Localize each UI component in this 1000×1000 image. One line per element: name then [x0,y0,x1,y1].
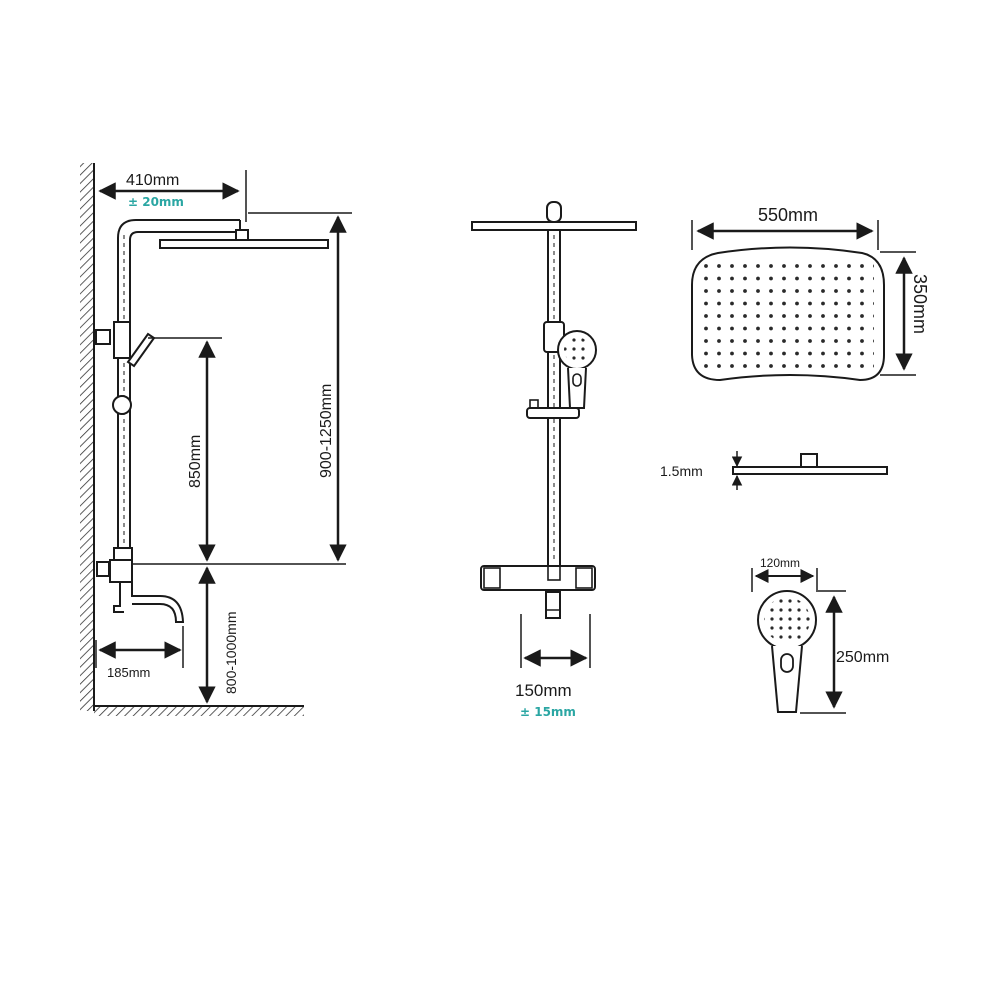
side-view [80,163,352,716]
holder-height-label: 850mm [187,435,204,488]
overhead-top-view [691,220,916,382]
hand-handle-button [572,373,582,387]
overhead-width-label: 550mm [758,205,818,225]
hand-length-label: 250mm [836,649,889,666]
overhead-nozzles [702,262,874,370]
valve-body-side [109,559,133,583]
thin-head-profile [732,466,888,475]
overhead-thickness-view [731,451,888,490]
valve-height-label: 800-1000mm [223,612,239,695]
thin-head-connector [800,453,818,468]
hand-shower-view [751,568,846,714]
overhead-head-side [159,239,329,249]
valve-lower-bracket [113,547,133,561]
wall-hatch [80,163,94,711]
hand-nozzles [764,597,810,643]
spout-front [545,591,561,619]
valve-width-label: 150mm [515,681,572,700]
hand-button [780,653,794,673]
hand-head-nozzles [564,337,590,363]
upper-bracket [95,329,111,345]
upper-slider [113,321,131,359]
valve-center-joint [547,565,561,581]
hand-diameter-label: 120mm [760,556,800,570]
valve-wall-bracket [96,561,110,577]
arm-tolerance-label: ± 20mm [128,195,184,209]
thermostatic-valve [480,565,596,591]
soap-shelf [526,407,580,419]
valve-left-knob [483,567,501,589]
bath-spout [113,582,185,623]
overhead-head-front [471,221,637,231]
floor-hatch [94,706,304,716]
head-swivel [546,201,562,223]
valve-right-knob [575,567,593,589]
valve-tolerance-label: ± 15mm [520,705,576,719]
thickness-label: 1.5mm [660,463,703,479]
head-connector [235,229,249,241]
holder-knob [112,395,132,415]
overhead-depth-label: 350mm [910,274,930,334]
hand-handle [771,645,803,713]
head-height-label: 900-1250mm [318,384,335,478]
soap-shelf-knob [529,399,539,409]
arm-length-label: 410mm [126,172,179,189]
front-view [471,201,637,668]
spout-length-label: 185mm [107,665,150,680]
hand-shower-side [126,332,156,368]
riser-pipe [117,219,240,560]
